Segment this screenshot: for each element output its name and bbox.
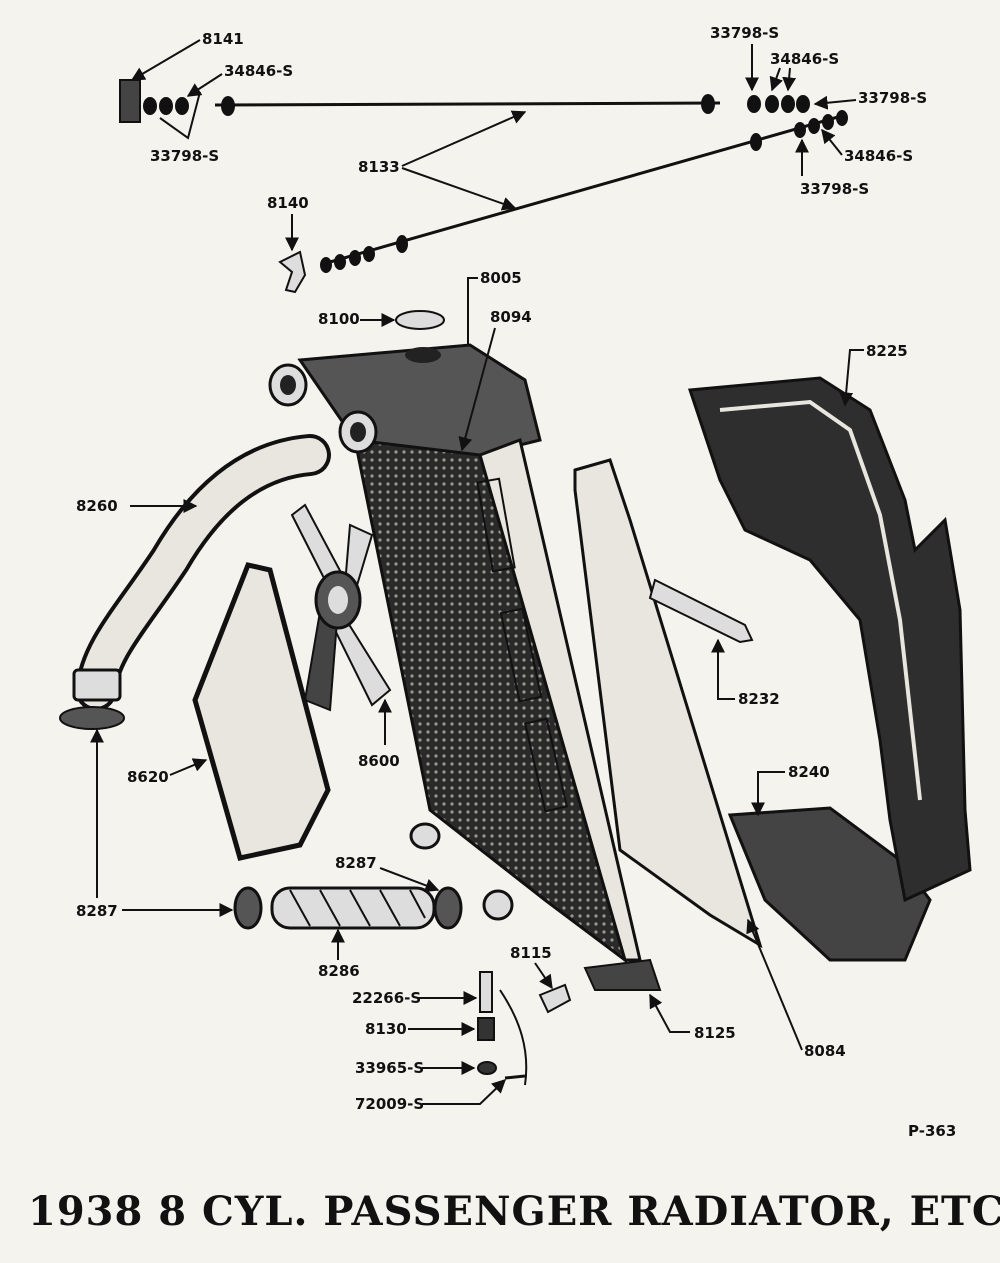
label-33965-s: 33965-S <box>355 1059 424 1077</box>
label-8084: 8084 <box>804 1042 846 1060</box>
bracket-8140 <box>278 250 307 294</box>
label-8125: 8125 <box>694 1024 736 1042</box>
rod-lower <box>278 110 848 294</box>
plate-number: P-363 <box>908 1122 956 1140</box>
label-8260: 8260 <box>76 497 118 515</box>
label-8130: 8130 <box>365 1020 407 1038</box>
label-8141: 8141 <box>202 30 244 48</box>
fan <box>290 503 392 712</box>
radiator-assembly <box>268 343 642 964</box>
label-8620: 8620 <box>127 768 169 786</box>
diagram-caption: 1938 8 CYL. PASSENGER RADIATOR, ETC. <box>28 1188 1000 1235</box>
label-8240: 8240 <box>788 763 830 781</box>
label-22266-s: 22266-S <box>352 989 421 1007</box>
label-8005: 8005 <box>480 269 522 287</box>
drain-hardware <box>477 971 572 1086</box>
splash-pan-8240 <box>727 806 932 962</box>
label-72009-s: 72009-S <box>355 1095 424 1113</box>
drain-plate-8125 <box>583 958 662 991</box>
rod-upper <box>119 79 810 123</box>
filler-cap <box>395 310 445 330</box>
label-34846-s-top-right: 34846-S <box>770 50 839 68</box>
fan-shroud-gasket <box>192 562 331 861</box>
label-8286: 8286 <box>318 962 360 980</box>
label-33798-s-right-lower: 33798-S <box>800 180 869 198</box>
label-34846-s-right: 34846-S <box>844 147 913 165</box>
label-8140: 8140 <box>267 194 309 212</box>
label-8100: 8100 <box>318 310 360 328</box>
label-8287-center: 8287 <box>335 854 377 872</box>
bracket-8141 <box>119 79 141 123</box>
label-8232: 8232 <box>738 690 780 708</box>
label-33798-s-top-right: 33798-S <box>710 24 779 42</box>
label-8133: 8133 <box>358 158 400 176</box>
brace-8232 <box>648 578 754 644</box>
label-8115: 8115 <box>510 944 552 962</box>
label-8094: 8094 <box>490 308 532 326</box>
label-33798-s-top-left: 33798-S <box>150 147 219 165</box>
label-33798-s-right-upper: 33798-S <box>858 89 927 107</box>
label-8225: 8225 <box>866 342 908 360</box>
lower-hose-assembly <box>233 886 463 930</box>
label-8287-left: 8287 <box>76 902 118 920</box>
label-8600: 8600 <box>358 752 400 770</box>
label-34846-s-top-left: 34846-S <box>224 62 293 80</box>
fender-shield-8225 <box>687 376 972 903</box>
side-baffle-8084 <box>573 458 763 949</box>
hose-clamp-left <box>59 706 125 730</box>
